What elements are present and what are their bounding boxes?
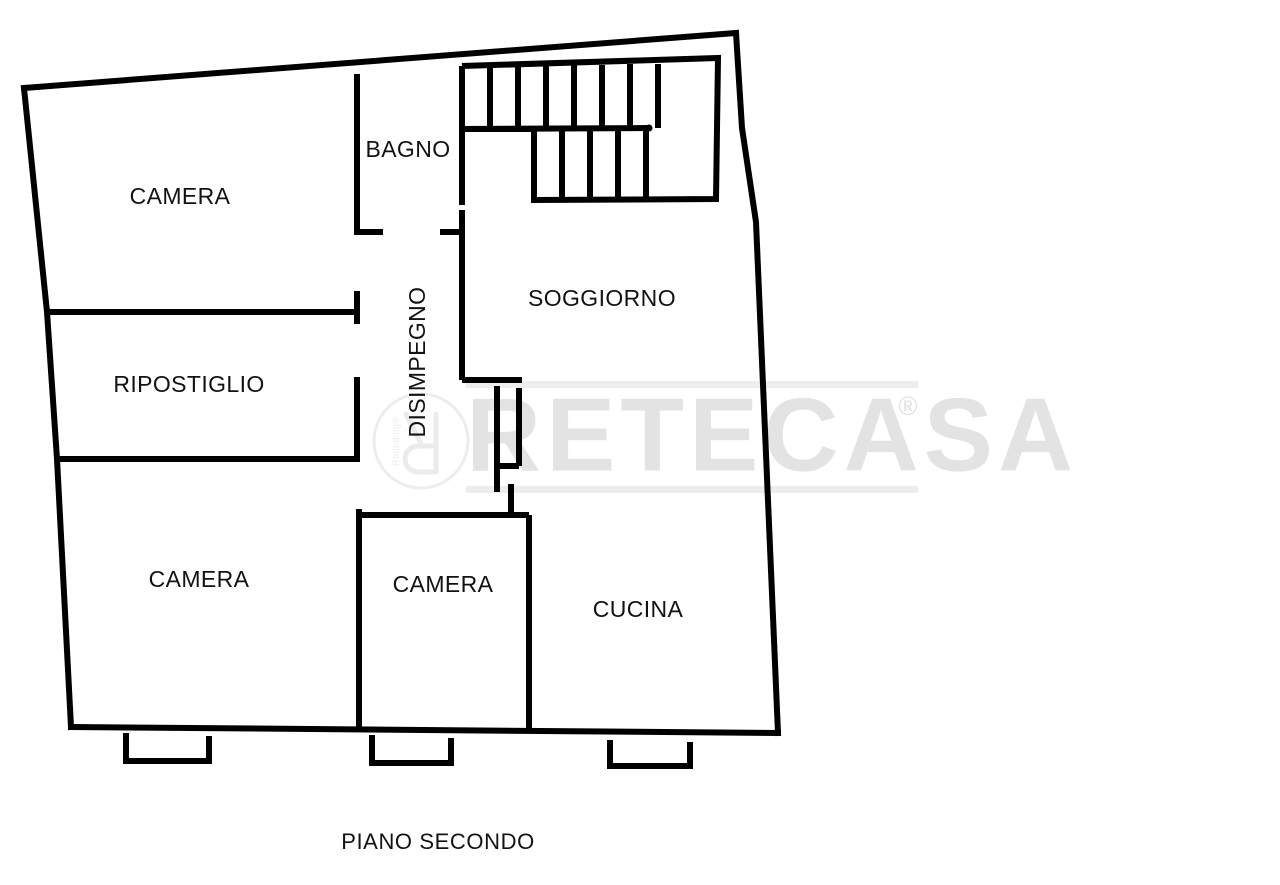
interior-walls [47, 66, 532, 731]
room-label-camera-bottom-left: CAMERA [149, 566, 250, 592]
balcony-right [607, 740, 693, 769]
room-label-disimpegno: DISIMPEGNO [404, 287, 430, 438]
balcony-left [123, 733, 212, 764]
balconies [123, 733, 693, 769]
room-label-cucina: CUCINA [593, 596, 684, 622]
watermark-bar-bottom [466, 486, 918, 493]
exterior-wall-bottom [67, 723, 782, 737]
floor-caption: PIANO SECONDO [341, 829, 535, 854]
room-label-bagno: BAGNO [365, 136, 450, 162]
staircase [461, 54, 722, 204]
watermark-ring-logo: Rounding® [372, 392, 470, 490]
room-label-camera-bottom-mid: CAMERA [393, 571, 494, 597]
room-label-soggiorno: SOGGIORNO [528, 285, 676, 311]
balcony-center [369, 735, 454, 766]
exterior-wall-right [732, 29, 782, 737]
watermark-bar-top [466, 381, 918, 388]
watermark-registered-icon: ® [898, 391, 917, 421]
room-label-camera-top-left: CAMERA [130, 183, 231, 209]
exterior-wall-top [20, 29, 740, 92]
exterior-wall-left [20, 84, 75, 731]
watermark-brand: RETECASA [466, 377, 1078, 493]
room-labels: CAMERA BAGNO SOGGIORNO RIPOSTIGLIO DISIM… [113, 136, 683, 622]
stair-landing-line [461, 125, 651, 132]
building-outline [20, 29, 782, 737]
room-label-ripostiglio: RIPOSTIGLIO [113, 371, 264, 397]
watermark-group: RETECASA ® Rounding® [372, 377, 1078, 493]
stair-newel-dot [645, 124, 653, 132]
watermark-ring-text: Rounding® [391, 416, 401, 466]
